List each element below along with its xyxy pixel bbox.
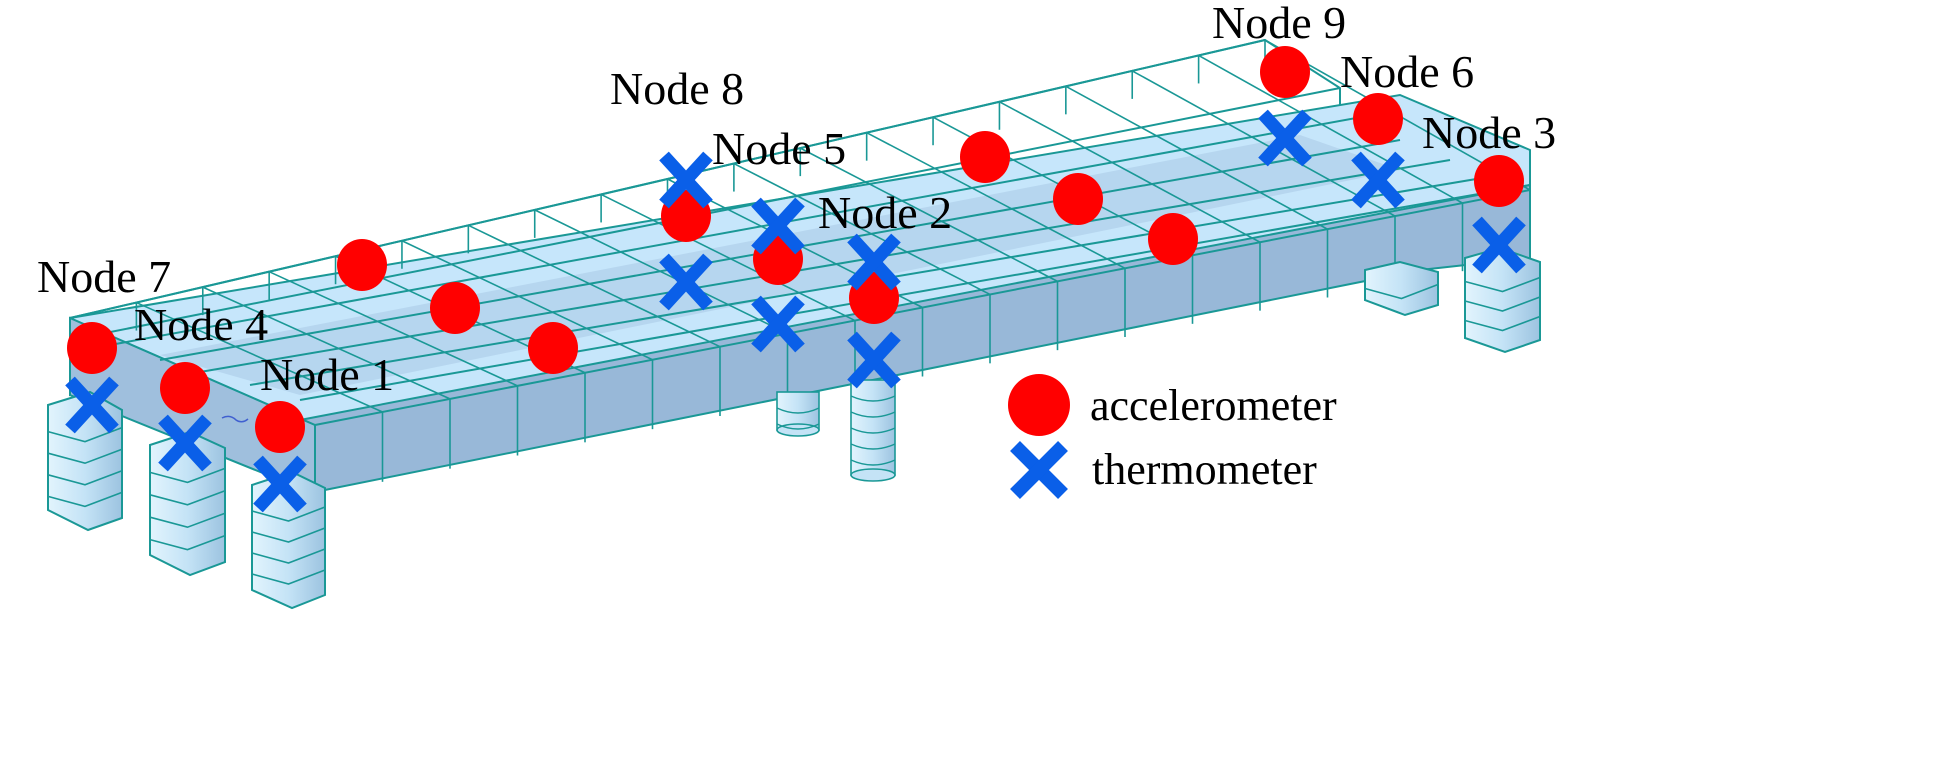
cylinder-ring [776, 423, 820, 430]
accelerometer-icon [430, 282, 480, 334]
node-label-5: Node 5 [712, 123, 846, 174]
girder-mesh-divisions [314, 190, 1531, 495]
node-label-1: Node 1 [260, 349, 394, 400]
accelerometer-icon [1148, 213, 1198, 265]
deck-long-line [199, 159, 1451, 373]
accelerometer-icon [337, 239, 387, 291]
legend-item-thermometer: thermometer [1010, 441, 1317, 499]
pier-slice [149, 467, 226, 484]
thermometer-icon [65, 376, 119, 434]
accelerometer-icon [255, 401, 305, 453]
pier-slice [1464, 276, 1541, 293]
thermometer-icon [659, 253, 713, 311]
node-label-2: Node 2 [818, 187, 952, 238]
thermometer-icon [1472, 216, 1526, 274]
pier-slice [149, 534, 226, 551]
cylinder-ring [776, 407, 820, 414]
accelerometer-markers [67, 46, 1524, 453]
legend-item-accelerometer: accelerometer [1008, 374, 1337, 436]
cylinder-ring [850, 427, 896, 434]
pier-slice [149, 490, 226, 506]
accelerometer-icon [160, 362, 210, 414]
pier-slice [1464, 296, 1541, 312]
deck-cross-line [733, 162, 991, 296]
accelerometer-icon [960, 131, 1010, 183]
deck-cross-line [999, 101, 1261, 243]
accelerometer-icon [1053, 173, 1103, 225]
node-label-3: Node 3 [1422, 107, 1556, 158]
accelerometer-icon [1474, 155, 1524, 207]
legend-label-accelerometer: accelerometer [1090, 381, 1337, 430]
deck-cross-line [467, 224, 721, 348]
thermometer-icon [659, 151, 713, 209]
cylinder-ring [850, 395, 896, 402]
node-label-4: Node 4 [134, 299, 268, 350]
cylinder-ring [850, 459, 896, 466]
node-label-9: Node 9 [1212, 0, 1346, 48]
thermometer-icon [1351, 151, 1405, 209]
deck-cross-line [202, 286, 451, 400]
deck-cross-line [1131, 70, 1396, 217]
node-labels: Node 7 Node 4 Node 1 Node 8 Node 5 Node … [37, 0, 1556, 400]
thermometer-icon [158, 414, 212, 472]
thermometer-icon [847, 233, 901, 291]
pier-slice [251, 527, 326, 543]
node-label-6: Node 6 [1340, 46, 1474, 97]
thermometer-icon [253, 455, 307, 513]
pier-right-short [1364, 260, 1439, 317]
deck-long-line [299, 184, 1531, 401]
thermometer-legend-icon [1010, 441, 1068, 499]
pier-slice [47, 491, 123, 508]
thermometer-icon [847, 331, 901, 389]
deck-long-line [109, 109, 1401, 346]
legend-label-thermometer: thermometer [1092, 445, 1317, 494]
node-label-7: Node 7 [37, 251, 171, 302]
legend: accelerometer thermometer [1008, 374, 1337, 499]
accelerometer-icon [1353, 93, 1403, 145]
deck-cross-line [534, 209, 788, 335]
deck-cross-line [136, 301, 383, 413]
pier-slice [251, 506, 326, 522]
mesh-artifact [221, 415, 249, 423]
deck-cross-line [866, 131, 1126, 270]
thermometer-icon [751, 197, 805, 255]
deck-cross-line [799, 147, 1058, 283]
pier-middle-tall [850, 379, 896, 482]
cylinder-ring [850, 411, 896, 418]
node-label-8: Node 8 [610, 63, 744, 114]
accelerometer-icon [67, 322, 117, 374]
accelerometer-icon [528, 322, 578, 374]
accelerometer-icon [1260, 46, 1310, 98]
thermometer-icon [751, 295, 805, 353]
pier-slice [251, 548, 326, 564]
pier-slice [149, 512, 226, 529]
deck-cross-line [401, 240, 653, 361]
deck-cross-line [1065, 85, 1328, 230]
thermometer-icon [1258, 109, 1312, 167]
deck-cross-line [268, 270, 518, 387]
pier-slice [47, 470, 123, 486]
deck-cross-line [600, 193, 856, 322]
thermometer-markers [65, 109, 1526, 513]
deck-cross-line [1198, 54, 1463, 204]
pier-slice [1464, 315, 1541, 332]
pier-slice [47, 448, 123, 465]
pier-slice [251, 569, 326, 585]
cylinder-ring [850, 443, 896, 450]
pier-slice [1364, 283, 1439, 300]
accelerometer-legend-icon [1008, 374, 1070, 436]
